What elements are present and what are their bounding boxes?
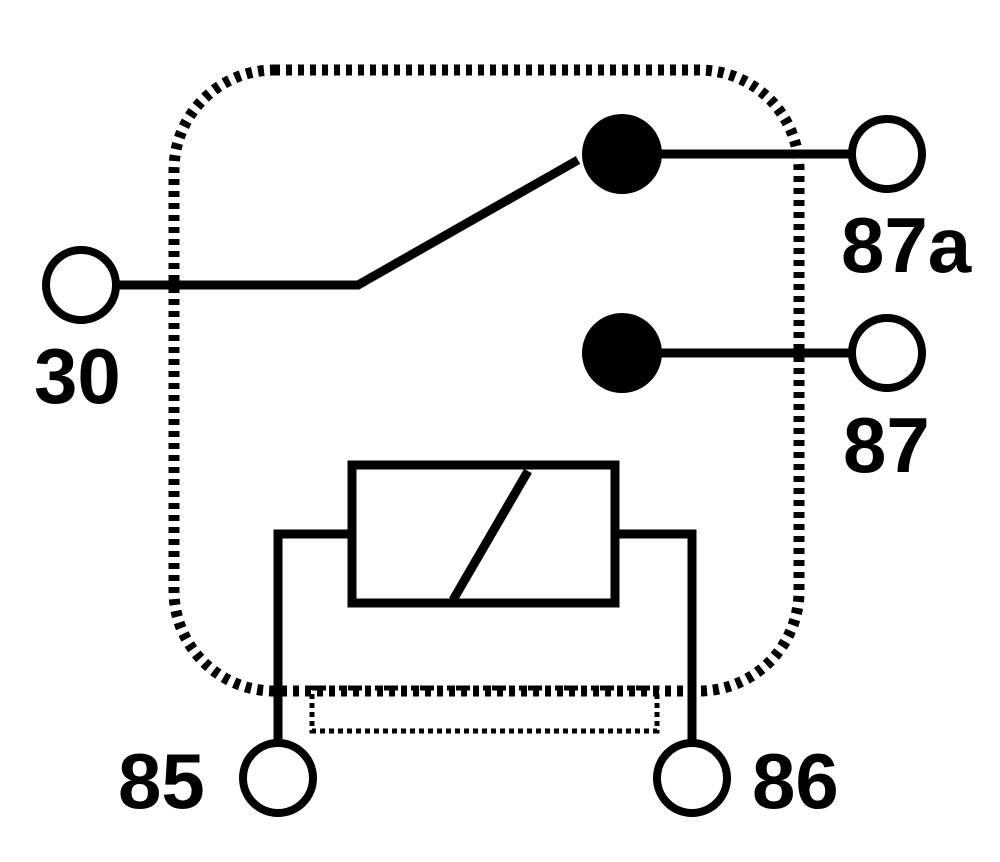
pin-label-87: 87 — [843, 401, 930, 489]
terminal-87a — [848, 115, 926, 193]
relay-housing-outline — [168, 64, 805, 697]
terminal-85 — [239, 739, 317, 817]
terminal-86 — [653, 739, 731, 817]
pin-label-30: 30 — [34, 332, 121, 420]
pin-label-86: 86 — [752, 737, 839, 825]
terminal-87 — [848, 314, 926, 392]
coil-diagonal — [449, 468, 532, 603]
pin-label-85: 85 — [118, 737, 205, 825]
terminal-30 — [42, 246, 120, 324]
wire-85 — [273, 529, 352, 744]
coil-body — [347, 460, 620, 608]
wire-86 — [615, 529, 697, 744]
pin-label-87a: 87a — [841, 201, 972, 289]
switch-contact-lever — [115, 156, 581, 290]
suppressor-outline — [309, 685, 660, 734]
